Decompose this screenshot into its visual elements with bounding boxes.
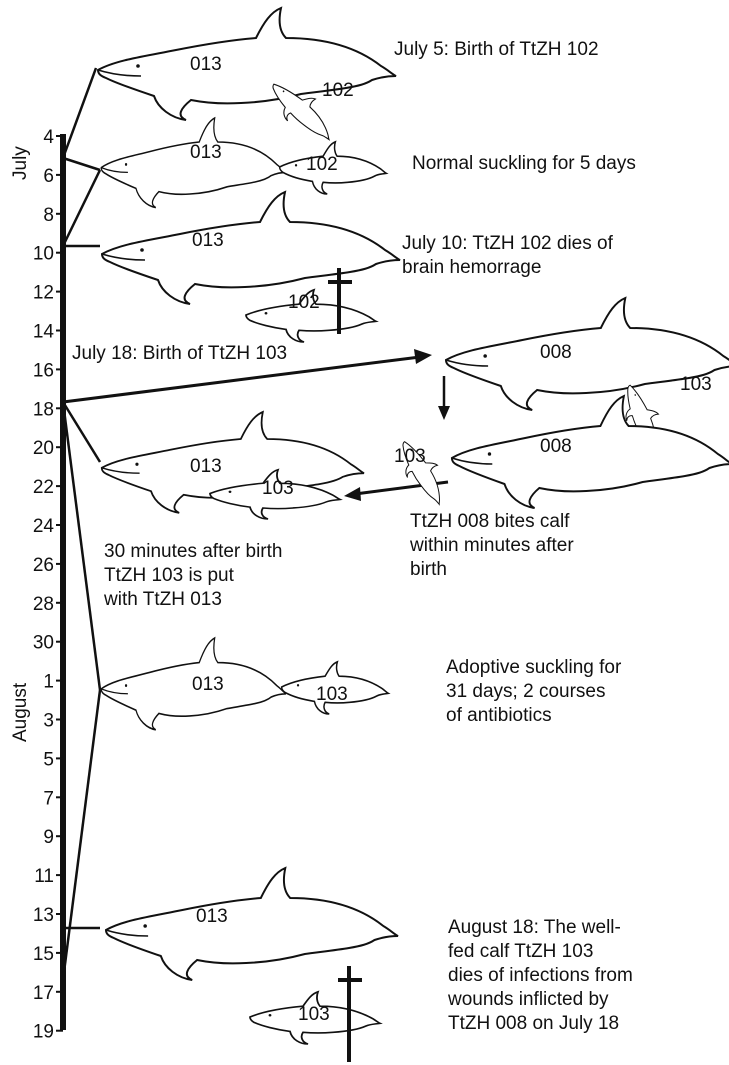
caption-bite: TtZH 008 bites calf within minutes after… bbox=[410, 510, 574, 582]
label-013-b: 013 bbox=[190, 142, 222, 163]
caption-adoptive-suckling: Adoptive suckling for 31 days; 2 courses… bbox=[446, 656, 621, 728]
label-103-e: 103 bbox=[298, 1004, 330, 1025]
axis-tick-label: 12 bbox=[33, 283, 54, 304]
caption-death-103-line1: August 18: The well- bbox=[448, 916, 633, 940]
caption-death-102-line2: brain hemorrage bbox=[402, 256, 613, 280]
caption-death-103-line5: TtZH 008 on July 18 bbox=[448, 1012, 633, 1036]
axis-tick-label: 6 bbox=[43, 166, 54, 187]
caption-adopt-line2: 31 days; 2 courses bbox=[446, 680, 621, 704]
label-013-a: 013 bbox=[190, 54, 222, 75]
caption-death-102: July 10: TtZH 102 dies of brain hemorrag… bbox=[402, 232, 613, 280]
caption-put-with-013: 30 minutes after birth TtZH 103 is put w… bbox=[104, 540, 282, 612]
axis-tick-label: 3 bbox=[43, 711, 54, 732]
axis-tick-label: 13 bbox=[33, 905, 54, 926]
axis-tick-label: 19 bbox=[33, 1022, 54, 1043]
axis-tick-label: 1 bbox=[43, 672, 54, 693]
caption-bite-line1: TtZH 008 bites calf bbox=[410, 510, 574, 534]
axis-tick-label: 20 bbox=[33, 438, 54, 459]
axis-tick-label: 30 bbox=[33, 633, 54, 654]
caption-put-line2: TtZH 103 is put bbox=[104, 564, 282, 588]
label-102-a: 102 bbox=[322, 80, 354, 101]
caption-death-103-line4: wounds inflicted by bbox=[448, 988, 633, 1012]
axis-tick-label: 16 bbox=[33, 360, 54, 381]
month-august: August bbox=[10, 683, 32, 742]
month-july: July bbox=[10, 146, 32, 180]
axis-tick-label: 7 bbox=[43, 788, 54, 809]
axis-tick-label: 8 bbox=[43, 205, 54, 226]
axis-tick-label: 4 bbox=[43, 127, 54, 148]
axis-tick-label: 22 bbox=[33, 477, 54, 498]
caption-adopt-line1: Adoptive suckling for bbox=[446, 656, 621, 680]
label-013-d: 013 bbox=[190, 456, 222, 477]
axis-ticks: 4681012141618202224262830135791113151719 bbox=[33, 127, 63, 1043]
axis-tick-label: 17 bbox=[33, 983, 54, 1004]
dolphin-013-aug18 bbox=[106, 868, 398, 980]
caption-death-102-line1: July 10: TtZH 102 dies of bbox=[402, 232, 613, 256]
axis-tick-label: 26 bbox=[33, 555, 54, 576]
label-013-e: 013 bbox=[192, 674, 224, 695]
axis-tick-label: 15 bbox=[33, 944, 54, 965]
dolphin-008-bite bbox=[452, 396, 729, 508]
caption-death-103-line2: fed calf TtZH 103 bbox=[448, 940, 633, 964]
caption-adopt-line3: of antibiotics bbox=[446, 704, 621, 728]
axis-tick-label: 5 bbox=[43, 749, 54, 770]
caption-put-line3: with TtZH 013 bbox=[104, 588, 282, 612]
axis-tick-label: 11 bbox=[34, 866, 54, 887]
caption-bite-line2: within minutes after bbox=[410, 534, 574, 558]
label-102-c: 102 bbox=[288, 292, 320, 313]
arrow-down-008 bbox=[438, 376, 450, 420]
axis-tick-label: 28 bbox=[33, 594, 54, 615]
caption-birth-103: July 18: Birth of TtZH 103 bbox=[72, 342, 287, 366]
caption-birth-102: July 5: Birth of TtZH 102 bbox=[394, 38, 599, 62]
dolphin-013-birth-102 bbox=[98, 8, 396, 120]
dolphin-013-july10 bbox=[102, 192, 400, 304]
label-103-c: 103 bbox=[262, 478, 294, 499]
axis-tick-label: 18 bbox=[33, 399, 54, 420]
axis-tick-label: 9 bbox=[43, 827, 54, 848]
caption-death-103-line3: dies of infections from bbox=[448, 964, 633, 988]
label-103-b: 103 bbox=[394, 446, 426, 467]
caption-normal-suckling: Normal suckling for 5 days bbox=[412, 152, 636, 176]
label-008-b: 008 bbox=[540, 436, 572, 457]
axis-tick-label: 24 bbox=[33, 516, 55, 537]
label-103-d: 103 bbox=[316, 684, 348, 705]
label-102-b: 102 bbox=[306, 154, 338, 175]
caption-death-103: August 18: The well- fed calf TtZH 103 d… bbox=[448, 916, 633, 1036]
axis-tick-label: 10 bbox=[33, 244, 54, 265]
label-008-a: 008 bbox=[540, 342, 572, 363]
label-013-c: 013 bbox=[192, 230, 224, 251]
caption-bite-line3: birth bbox=[410, 558, 574, 582]
label-013-f: 013 bbox=[196, 906, 228, 927]
caption-put-line1: 30 minutes after birth bbox=[104, 540, 282, 564]
axis-tick-label: 14 bbox=[33, 322, 55, 343]
connector-lines bbox=[63, 68, 100, 980]
label-103-a: 103 bbox=[680, 374, 712, 395]
